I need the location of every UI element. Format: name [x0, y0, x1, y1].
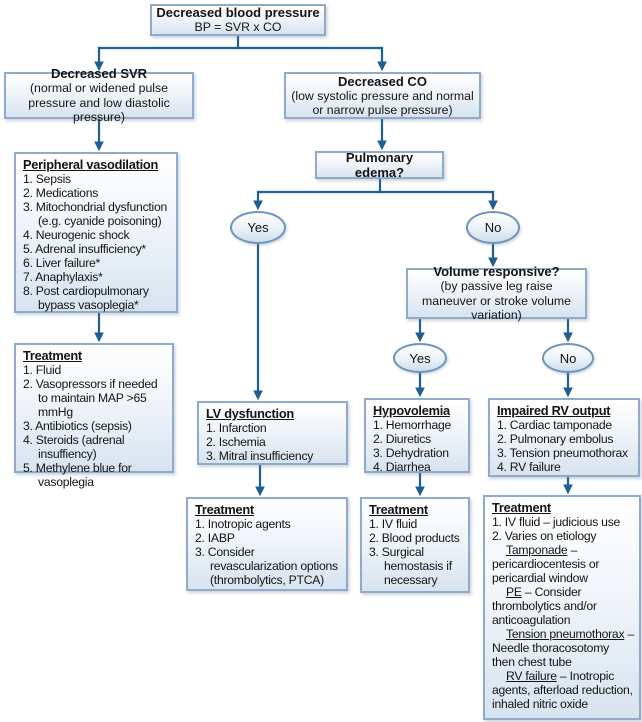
node-subtitle: BP = SVR x CO — [194, 20, 282, 35]
list-item: 3. Mitochondrial dysfunction (e.g. cyani… — [23, 200, 168, 228]
list-item: 4. Steroids (adrenal insuffiency) — [23, 433, 125, 461]
list-item: 2. IABP — [195, 531, 235, 545]
decision-label: Yes — [247, 220, 269, 235]
flow-arrow — [380, 190, 498, 211]
list-item: 2. Vasopressors if needed to maintain MA… — [23, 377, 158, 419]
node-title: Treatment — [492, 500, 551, 515]
list-item: 5. Methylene blue for vasoplegia — [23, 461, 132, 489]
list-item: 1. Cardiac tamponade — [497, 418, 612, 432]
flow-arrow — [94, 34, 240, 72]
node-subtitle: (by passive leg raise maneuver or stroke… — [422, 279, 571, 323]
node-title: Volume responsive? — [433, 264, 560, 280]
node-title: Hypovolemia — [373, 403, 450, 418]
list-item: 3. Tension pneumothorax — [497, 446, 628, 460]
list-item: 7. Anaphylaxis* — [23, 270, 103, 284]
flow-arrow — [238, 46, 387, 72]
node-subtitle: (low systolic pressure and normal or nar… — [291, 88, 474, 118]
list-item: 6. Liver failure* — [23, 256, 101, 270]
decision-volume-responsive-no: No — [542, 343, 594, 373]
list-item: 2. Medications — [23, 186, 99, 200]
list-item: 4. Neurogenic shock — [23, 228, 130, 242]
list-item: 3. Dehydration — [373, 446, 449, 460]
etiology-item: PE – Consider thrombolytics and/or antic… — [492, 585, 597, 627]
list-item: 1. Fluid — [23, 363, 61, 377]
list-item: 1. Sepsis — [23, 172, 71, 186]
list-item: 2. Diuretics — [373, 432, 431, 446]
node-subtitle: (normal or widened pulse pressure and lo… — [28, 81, 170, 125]
decision-pulmonary-edema-no: No — [466, 211, 520, 244]
list-item: 4. Diarrhea — [373, 460, 431, 474]
node-title: Treatment — [23, 348, 82, 363]
node-pulmonary-edema: Pulmonary edema? — [315, 150, 444, 180]
decision-label: No — [484, 220, 502, 235]
list-item: 3. Consider revascularization options (t… — [195, 545, 338, 587]
list-item: 3. Antibiotics (sepsis) — [23, 419, 132, 433]
decision-label: Yes — [409, 350, 431, 366]
etiology-item: Tamponade – pericardiocentesis or perica… — [492, 543, 600, 585]
node-decreased-svr: Decreased SVR (normal or widened pulse p… — [4, 66, 194, 124]
node-title: Treatment — [195, 502, 254, 517]
node-decreased-co: Decreased CO (low systolic pressure and … — [284, 72, 481, 119]
list-item: 5. Adrenal insufficiency* — [23, 242, 146, 256]
etiology-list: Tamponade – pericardiocentesis or perica… — [492, 543, 634, 711]
decision-pulmonary-edema-yes: Yes — [230, 211, 286, 244]
list-item: 2. Ischemia — [206, 435, 266, 449]
list-item: 2. Blood products — [369, 531, 460, 545]
node-title: Peripheral vasodilation — [23, 157, 159, 172]
node-title: Decreased CO — [338, 73, 427, 89]
list-item: 8. Post cardiopulmonary bypass vasoplegi… — [23, 284, 149, 312]
list-item: 1. Hemorrhage — [373, 418, 452, 432]
list-item: 4. RV failure — [497, 460, 561, 474]
etiology-item: Tension pneumothorax – Needle thoracosot… — [492, 627, 634, 669]
list-item: 1. IV fluid – judicious use — [492, 515, 621, 529]
list-item: 2. Varies on etiology — [492, 529, 597, 543]
list-item: 3. Mitral insufficiency — [206, 449, 314, 463]
node-title: Decreased SVR — [50, 66, 148, 82]
list-item: 1. Infarction — [206, 421, 267, 435]
node-title: Pulmonary edema? — [345, 150, 414, 180]
node-title: Impaired RV output — [497, 403, 611, 418]
decision-volume-responsive-yes: Yes — [393, 343, 447, 373]
node-title: Treatment — [369, 502, 428, 517]
decision-label: No — [559, 350, 577, 366]
node-volume-responsive: Volume responsive? (by passive leg raise… — [406, 264, 587, 322]
list-item: 3. Surgical hemostasis if necessary — [369, 545, 452, 587]
list-item: 1. Inotropic agents — [195, 517, 291, 531]
list-item: 1. IV fluid — [369, 517, 418, 531]
node-title: LV dysfunction — [206, 406, 294, 421]
flow-arrow — [253, 179, 382, 211]
etiology-item: RV failure – Inotropic agents, afterload… — [492, 669, 633, 711]
list-item: 2. Pulmonary embolus — [497, 432, 614, 446]
node-title: Decreased blood pressure — [156, 5, 320, 21]
node-decreased-blood-pressure: Decreased blood pressure BP = SVR x CO — [150, 4, 326, 36]
